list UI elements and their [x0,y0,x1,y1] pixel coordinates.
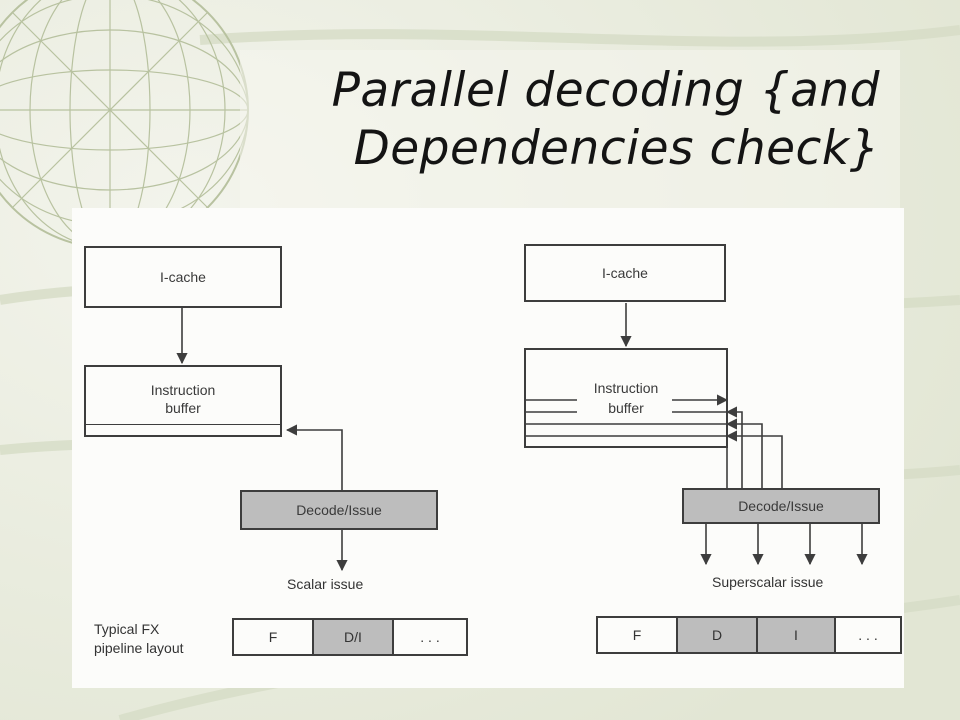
right-feedback-arrow-1 [725,430,783,488]
title-line-1: Parallel decoding {and [331,63,880,118]
right-stage-more: . . . [858,627,878,643]
right-decode-label: Decode/Issue [738,498,824,514]
left-icache-box: I-cache [84,246,282,308]
right-decode-issue-box: Decode/Issue [682,488,880,524]
right-feedback-arrow-2 [725,418,763,488]
pipeline-label-2: pipeline layout [94,640,184,656]
left-stage-more: . . . [420,629,440,645]
left-buffer-label-2: buffer [165,400,201,416]
right-instruction-buffer: Instruction buffer [524,348,728,448]
right-issue-label: Superscalar issue [712,574,824,590]
left-pipeline: F D/I . . . [232,618,468,656]
title-line-2: Dependencies check} [353,121,880,176]
left-stage-f: F [234,620,314,654]
left-stage-di: D/I [314,620,394,654]
right-stage-i: I [758,618,836,652]
page-title: Parallel decoding {and Dependencies chec… [260,62,880,178]
right-icache-box: I-cache [524,244,726,302]
left-decode-label: Decode/Issue [296,502,382,518]
right-feedback-arrow-3 [725,406,743,488]
left-buffer-label-1: Instruction [150,382,216,398]
right-pipeline: F D I . . . [596,616,902,654]
right-icache-label: I-cache [602,265,648,281]
pipeline-label-1: Typical FX [94,621,160,637]
right-stage-d: D [678,618,758,652]
decoding-diagram: I-cache Instruction buffer Decode/Issue … [72,208,904,688]
pipeline-layout-label: Typical FX pipeline layout [94,620,184,658]
left-icache-label: I-cache [160,269,206,285]
right-buffer-label-2: buffer [608,400,644,416]
left-feedback-arrow [285,424,343,490]
right-buffer-label-1: Instruction [593,380,659,396]
left-decode-issue-box: Decode/Issue [240,490,438,530]
left-instruction-buffer: Instruction buffer [84,365,282,437]
right-stage-f: F [598,618,678,652]
left-issue-label: Scalar issue [287,576,364,592]
